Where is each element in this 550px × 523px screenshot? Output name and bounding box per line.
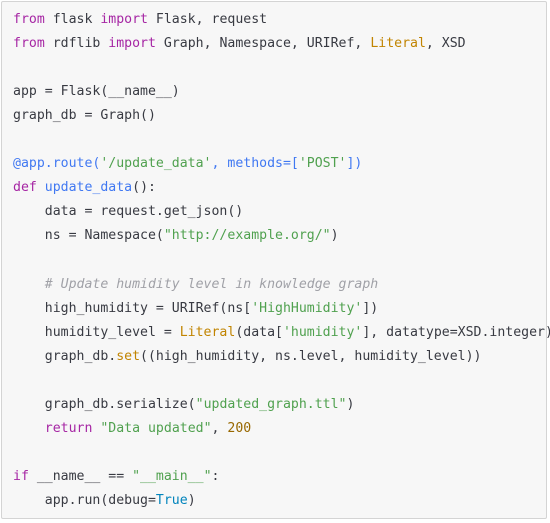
code-line: humidity_level = Literal(data['humidity'… [13, 321, 550, 345]
code-token: update_data [44, 180, 133, 196]
code-token: ], datatype=XSD.integer) [362, 324, 550, 340]
code-token: True [155, 492, 188, 508]
code-line [13, 441, 546, 465]
code-token: rdflib [44, 36, 109, 52]
code-token: from [13, 36, 45, 52]
code-token: 200 [227, 420, 252, 436]
code-token: : [211, 468, 220, 484]
code-line: graph_db.set((high_humidity, ns.level, h… [13, 345, 546, 369]
code-line: app = Flask(__name__) [13, 80, 546, 104]
code-line: ns = Namespace("http://example.org/") [13, 224, 546, 248]
code-token: data = request.get_json() [13, 204, 244, 220]
code-token: if [13, 468, 29, 484]
code-token: def [13, 180, 37, 196]
code-token: (data[ [235, 324, 283, 340]
code-token: import [108, 36, 156, 52]
code-line: graph_db.serialize("updated_graph.ttl") [13, 393, 546, 417]
code-line: high_humidity = URIRef(ns['HighHumidity'… [13, 297, 546, 321]
code-token: ]) [346, 156, 363, 172]
code-token: "http://example.org/" [163, 228, 331, 244]
code-token: graph_db = Graph() [13, 108, 156, 124]
code-token: '/update_data' [100, 156, 212, 172]
code-line: if __name__ == "__main__": [13, 465, 546, 489]
code-line: from flask import Flask, request [13, 8, 546, 32]
code-token: return [44, 420, 93, 436]
code-line: @app.route('/update_data', methods=['POS… [13, 152, 546, 176]
code-line [13, 128, 546, 152]
code-token: @app.route( [13, 156, 101, 172]
code-token: 'humidity' [282, 324, 363, 340]
code-token: "__main__" [132, 468, 212, 484]
code-token: ) [330, 228, 339, 244]
code-line: graph_db = Graph() [13, 104, 546, 128]
code-token [37, 180, 45, 195]
code-token [13, 277, 45, 292]
code-line [13, 248, 546, 272]
code-line: def update_data(): [13, 176, 546, 200]
code-token: __name__ == [28, 468, 133, 484]
code-token: set [116, 348, 141, 364]
code-line: from rdflib import Graph, Namespace, URI… [13, 32, 546, 56]
code-token: app = Flask(__name__) [13, 84, 180, 100]
code-token: app.run(debug= [13, 492, 156, 508]
code-token: Literal [370, 36, 426, 52]
code-line: app.run(debug=True) [13, 489, 546, 513]
code-token: ns = Namespace( [13, 228, 164, 244]
code-token: 'POST' [298, 156, 347, 172]
code-token: Flask, request [147, 12, 268, 27]
code-token: graph_db. [13, 348, 117, 364]
code-token: (): [132, 180, 156, 196]
code-token: ) [187, 492, 196, 508]
code-token [13, 421, 45, 436]
code-token: from [13, 12, 45, 27]
code-token: , methods=[ [211, 156, 299, 172]
code-line: return "Data updated", 200 [13, 417, 546, 441]
code-line [13, 369, 546, 393]
code-token: Graph, Namespace, URIRef, [155, 36, 371, 52]
code-token: ) [346, 396, 355, 412]
code-token: "Data updated" [100, 420, 212, 436]
code-line: # Update humidity level in knowledge gra… [13, 273, 546, 297]
code-token: humidity_level = [13, 324, 180, 340]
code-token: ]) [362, 300, 379, 316]
code-line: data = request.get_json() [13, 200, 546, 224]
code-line [13, 56, 546, 80]
code-token: high_humidity = URIRef(ns[ [13, 300, 252, 316]
code-token: Literal [179, 324, 236, 340]
code-token: # Update humidity level in knowledge gra… [44, 276, 379, 292]
code-token: import [100, 12, 148, 27]
code-token: "updated_graph.ttl" [195, 396, 347, 412]
code-token: ((high_humidity, ns.level, humidity_leve… [140, 348, 482, 364]
code-token: flask [44, 12, 101, 27]
code-token: , XSD [425, 36, 466, 52]
code-token: 'HighHumidity' [251, 300, 363, 316]
code-token: , [211, 420, 228, 436]
code-token: graph_db.serialize( [13, 396, 196, 412]
